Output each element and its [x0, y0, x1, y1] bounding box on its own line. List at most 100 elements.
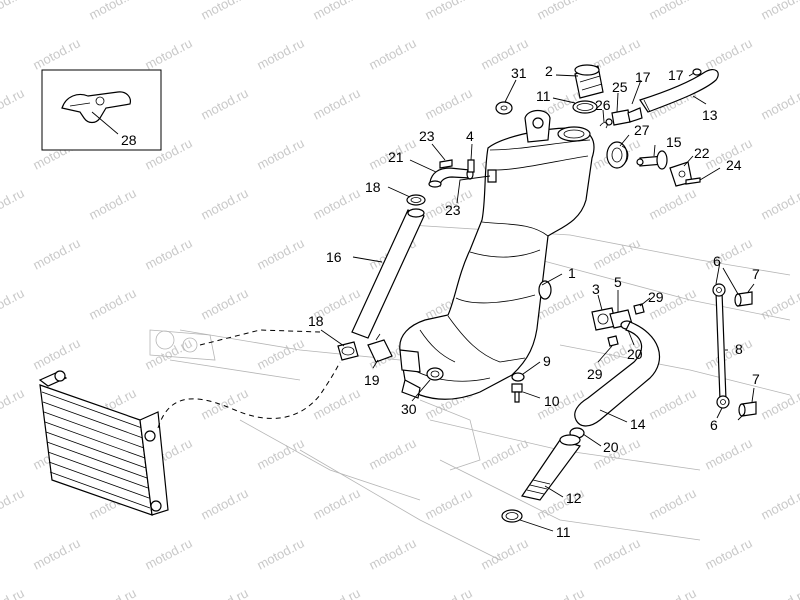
callout-27: 27 [634, 122, 650, 138]
watermark-text: motod.ru [310, 85, 362, 122]
callout-20-a: 20 [627, 346, 643, 362]
watermark-text: motod.ru [0, 285, 27, 322]
radiator-hose-dashed [157, 361, 341, 429]
watermark-text: motod.ru [702, 435, 754, 472]
watermark-text: motod.ru [310, 385, 362, 422]
watermark-text: motod.ru [310, 185, 362, 222]
oil-tank [399, 109, 595, 400]
clamp-18b [337, 341, 359, 361]
watermark-text: motod.ru [646, 585, 698, 600]
watermark-text: motod.ru [646, 385, 698, 422]
watermark-text: motod.ru [758, 0, 800, 23]
hose-clip-17b [692, 68, 702, 76]
callout-21: 21 [388, 149, 404, 165]
watermark-text: motod.ru [590, 235, 642, 272]
callout-24: 24 [726, 157, 742, 173]
callout-18-b: 18 [308, 313, 324, 329]
inset-box: 28 [41, 69, 162, 151]
watermark-text: motod.ru [142, 535, 194, 572]
watermark-text: motod.ru [702, 535, 754, 572]
callout-25: 25 [612, 79, 628, 95]
watermark-text: motod.ru [198, 585, 250, 600]
watermark-text: motod.ru [198, 0, 250, 23]
callout-11-top: 11 [536, 88, 551, 104]
callout-17-b: 17 [668, 67, 684, 83]
callout-29-a: 29 [648, 289, 664, 305]
clip-26 [599, 122, 608, 129]
watermark-text: motod.ru [30, 535, 82, 572]
callout-22: 22 [694, 145, 710, 161]
breather-hose-13 [639, 68, 719, 113]
callout-26: 26 [595, 97, 611, 113]
watermark-text: motod.ru [366, 35, 418, 72]
callout-11-bottom: 11 [556, 524, 571, 540]
watermark-text: motod.ru [254, 235, 306, 272]
callout-5: 5 [614, 274, 622, 290]
watermark-text: motod.ru [422, 485, 474, 522]
watermark-text: motod.ru [366, 535, 418, 572]
callout-7-b: 7 [752, 371, 760, 387]
watermark-text: motod.ru [0, 85, 27, 122]
washer-31 [495, 101, 513, 115]
callout-14: 14 [630, 416, 646, 432]
o-ring-11 [572, 100, 598, 114]
watermark-text: motod.ru [0, 185, 27, 222]
watermark-text: motod.ru [758, 385, 800, 422]
callout-31: 31 [511, 65, 527, 81]
callout-4: 4 [466, 128, 474, 144]
leader-lines [320, 72, 755, 532]
link-rod-8 [712, 283, 730, 409]
watermark-text: motod.ru [254, 435, 306, 472]
callout-9: 9 [543, 353, 551, 369]
callout-17-a: 17 [635, 69, 651, 85]
watermark-text: motod.ru [422, 585, 474, 600]
callout-29-b: 29 [587, 366, 603, 382]
callout-1: 1 [568, 265, 576, 281]
callout-18-a: 18 [365, 179, 381, 195]
watermark-text: motod.ru [758, 485, 800, 522]
watermark-text: motod.ru [86, 585, 138, 600]
watermark-text: motod.ru [0, 585, 27, 600]
spacer-15 [636, 150, 668, 170]
callout-10: 10 [544, 393, 560, 409]
callout-3: 3 [592, 281, 600, 297]
callout-6-b: 6 [710, 417, 718, 433]
callout-23-b: 23 [445, 202, 461, 218]
watermark-text: motod.ru [0, 485, 27, 522]
watermark-text: motod.ru [254, 335, 306, 372]
watermark-text: motod.ru [422, 0, 474, 23]
watermark-text: motod.ru [758, 85, 800, 122]
callout-16: 16 [326, 249, 342, 265]
oil-radiator [38, 370, 169, 516]
callout-labels: 31 2 11 25 17 17 13 26 27 15 22 24 23 4 … [308, 63, 760, 540]
watermark-text: motod.ru [646, 485, 698, 522]
watermark-text: motod.ru [478, 535, 530, 572]
clip-part-28 [61, 91, 131, 124]
washer-9 [511, 372, 525, 382]
fitting-30 [426, 367, 444, 381]
screw-24 [685, 177, 701, 185]
watermark-text: motod.ru [310, 585, 362, 600]
union-23b [487, 169, 497, 183]
o-ring-11b [501, 509, 523, 523]
callout-28: 28 [121, 132, 137, 148]
watermark-text: motod.ru [702, 335, 754, 372]
watermark-text: motod.ru [198, 85, 250, 122]
breather-fitting-21 [428, 167, 474, 188]
radiator-hose-dashed-upper [199, 329, 321, 346]
callout-6-a: 6 [713, 253, 721, 269]
watermark-text: motod.ru [758, 285, 800, 322]
watermark-text: motod.ru [198, 485, 250, 522]
watermark-text: motod.ru [254, 535, 306, 572]
watermark-text: motod.ru [86, 0, 138, 23]
watermark-text: motod.ru [198, 385, 250, 422]
watermark-text: motod.ru [30, 35, 82, 72]
watermark-text: motod.ru [590, 535, 642, 572]
callout-12: 12 [566, 490, 582, 506]
watermark-text: motod.ru [142, 35, 194, 72]
watermark-text: motod.ru [646, 0, 698, 23]
watermark-text: motod.ru [254, 135, 306, 172]
callout-19: 19 [364, 372, 380, 388]
callout-23-a: 23 [419, 128, 435, 144]
